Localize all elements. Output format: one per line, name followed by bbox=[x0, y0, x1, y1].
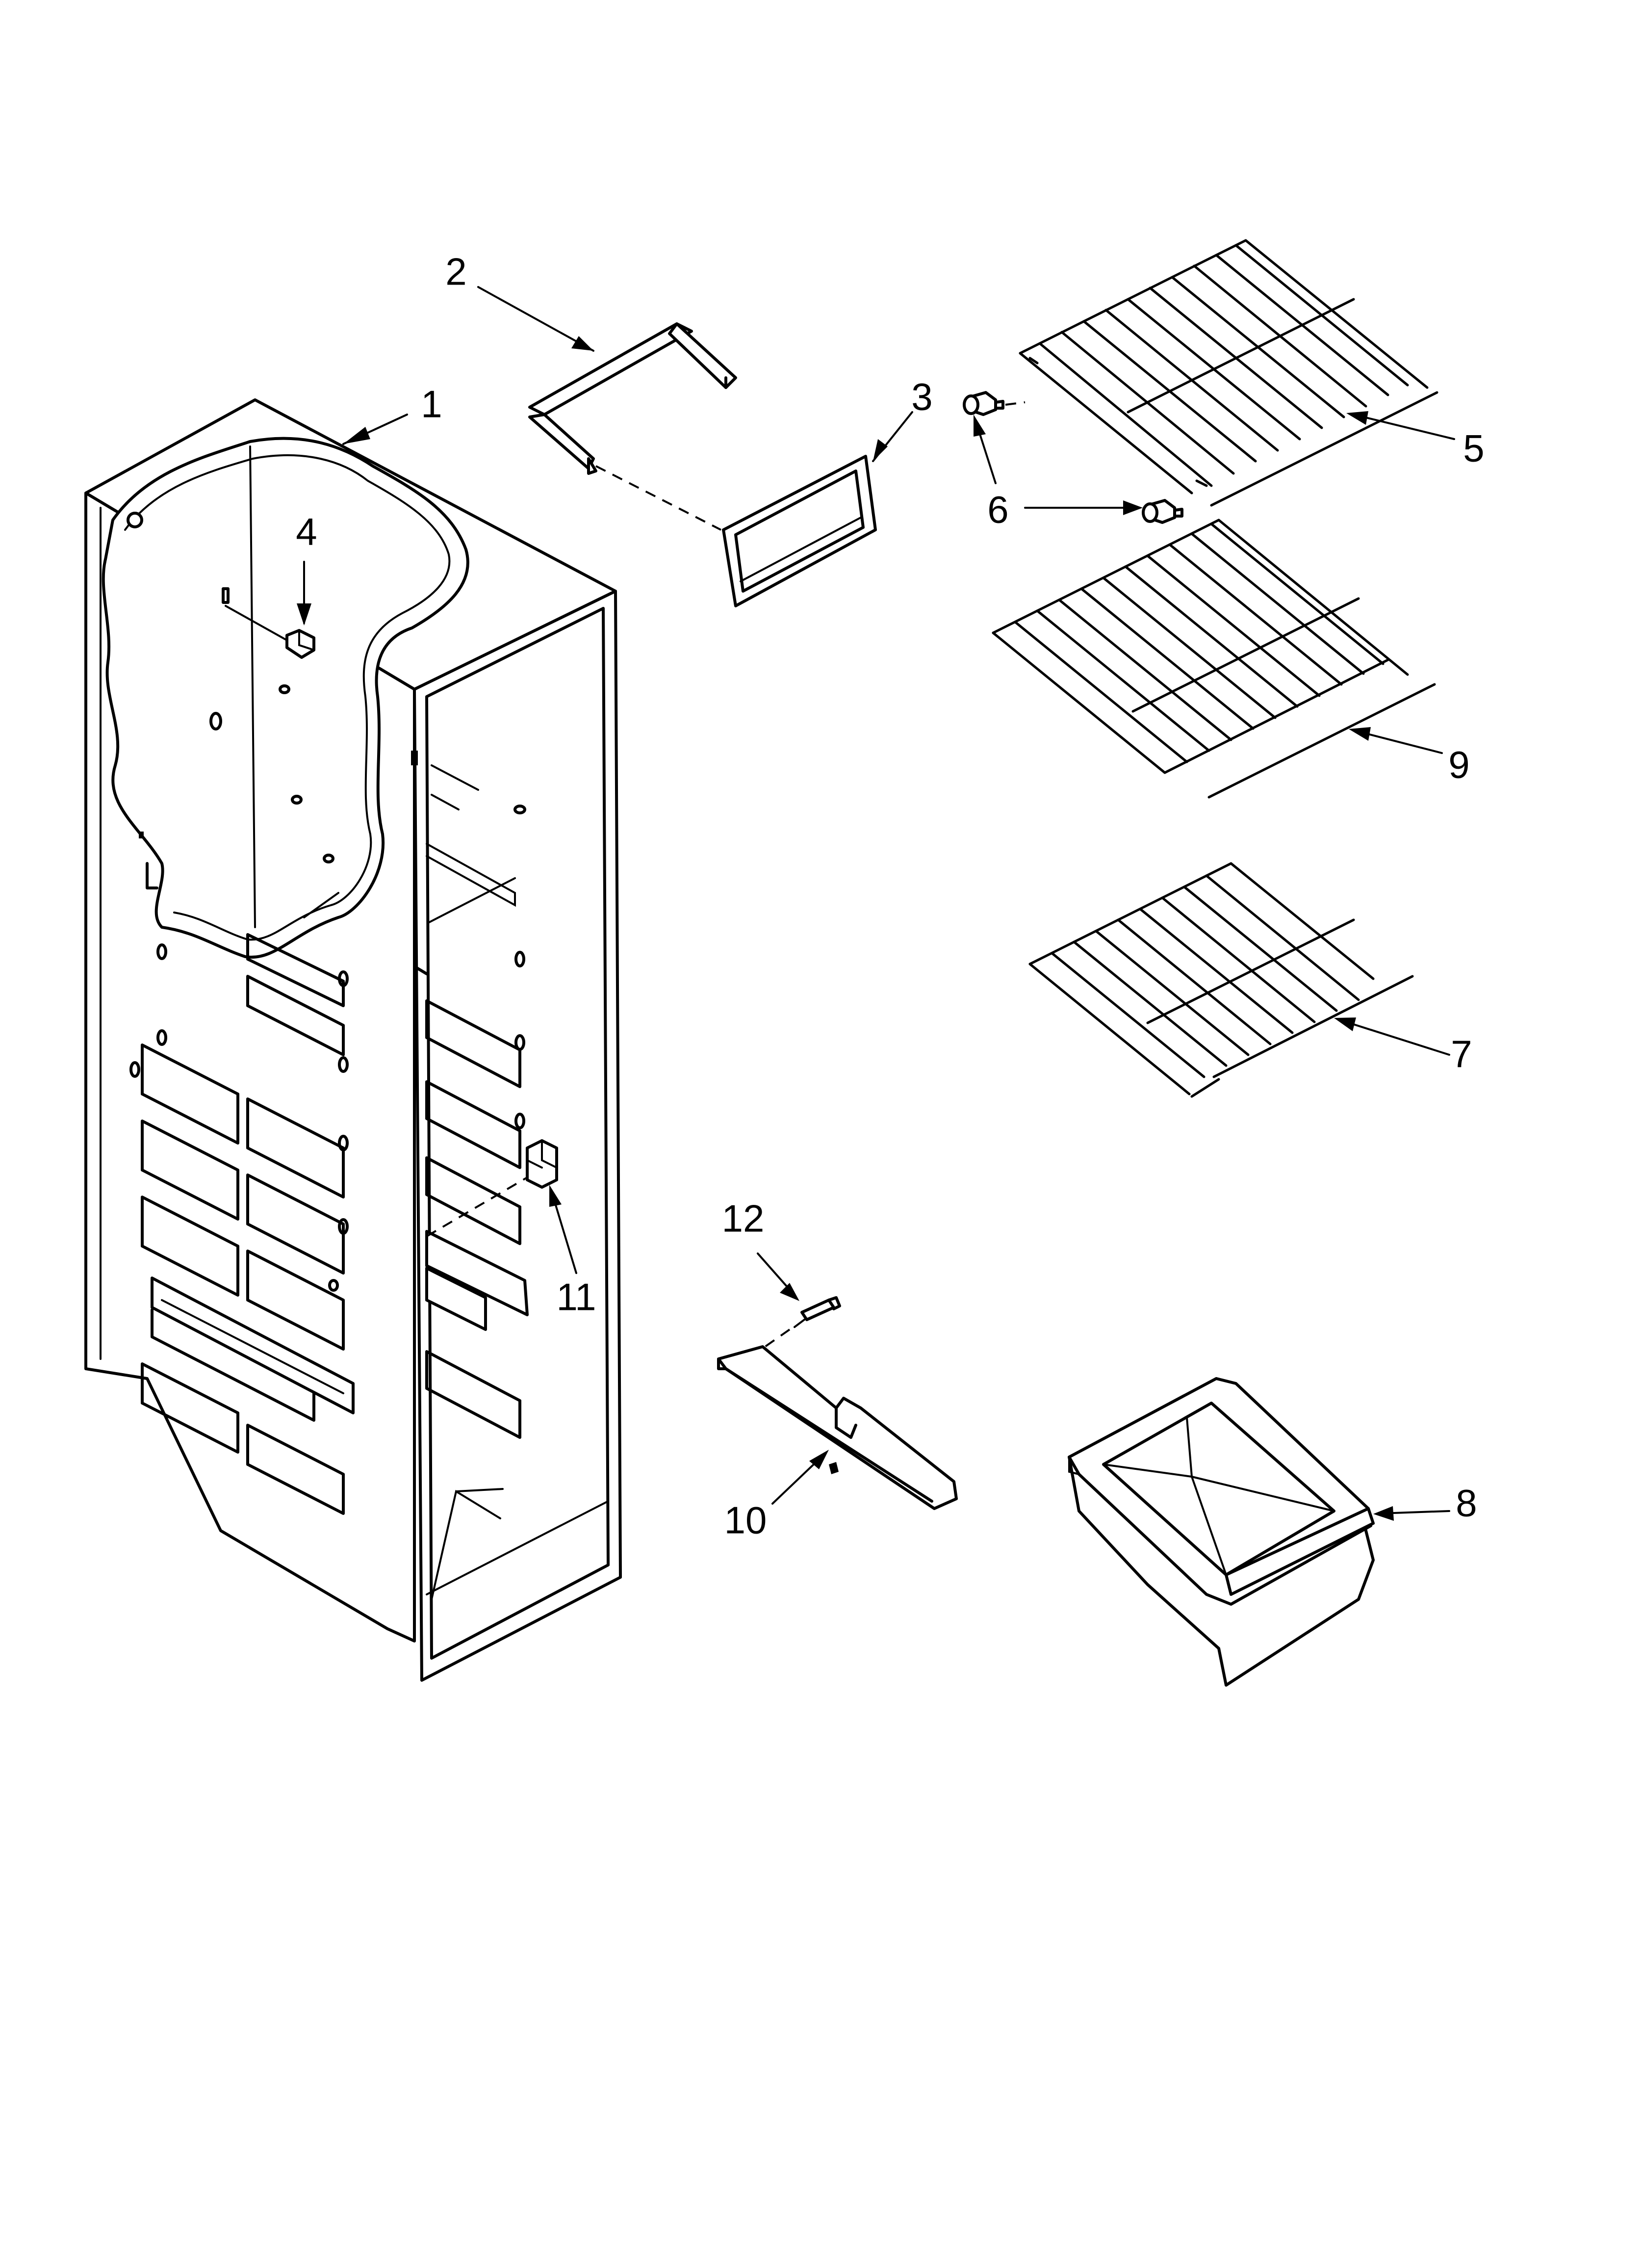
callout-1: 1 bbox=[421, 383, 442, 426]
callout-5: 5 bbox=[1463, 427, 1484, 470]
shelf-bushing-bottom bbox=[1142, 499, 1183, 524]
callout-2: 2 bbox=[445, 250, 466, 293]
control-bracket bbox=[528, 322, 737, 475]
control-panel bbox=[722, 455, 877, 607]
callout-9: 9 bbox=[1448, 743, 1469, 786]
wire-shelf-middle bbox=[992, 519, 1436, 799]
shelf-support-clip bbox=[426, 1139, 558, 1237]
bushing-dashed-line bbox=[1005, 401, 1026, 406]
callout-10: 10 bbox=[724, 1499, 767, 1542]
callout-12: 12 bbox=[722, 1197, 765, 1240]
bracket-to-panel-dashed-line bbox=[595, 465, 721, 531]
light-socket-clip bbox=[222, 587, 315, 659]
callout-4: 4 bbox=[296, 510, 317, 553]
screw bbox=[794, 1296, 841, 1328]
support-rail bbox=[717, 1329, 958, 1510]
shelf-bushing-top bbox=[963, 391, 1004, 416]
callout-3: 3 bbox=[911, 375, 932, 418]
freezer-liner bbox=[84, 398, 622, 1682]
callout-8: 8 bbox=[1456, 1482, 1477, 1525]
freezer-bin bbox=[1068, 1377, 1375, 1687]
callout-6: 6 bbox=[987, 488, 1008, 531]
wire-shelf-bottom bbox=[1028, 862, 1414, 1098]
callout-11: 11 bbox=[557, 1276, 596, 1319]
callout-7: 7 bbox=[1451, 1033, 1472, 1076]
leader-arrows bbox=[297, 286, 1455, 1521]
wire-shelf-top bbox=[1019, 239, 1438, 507]
